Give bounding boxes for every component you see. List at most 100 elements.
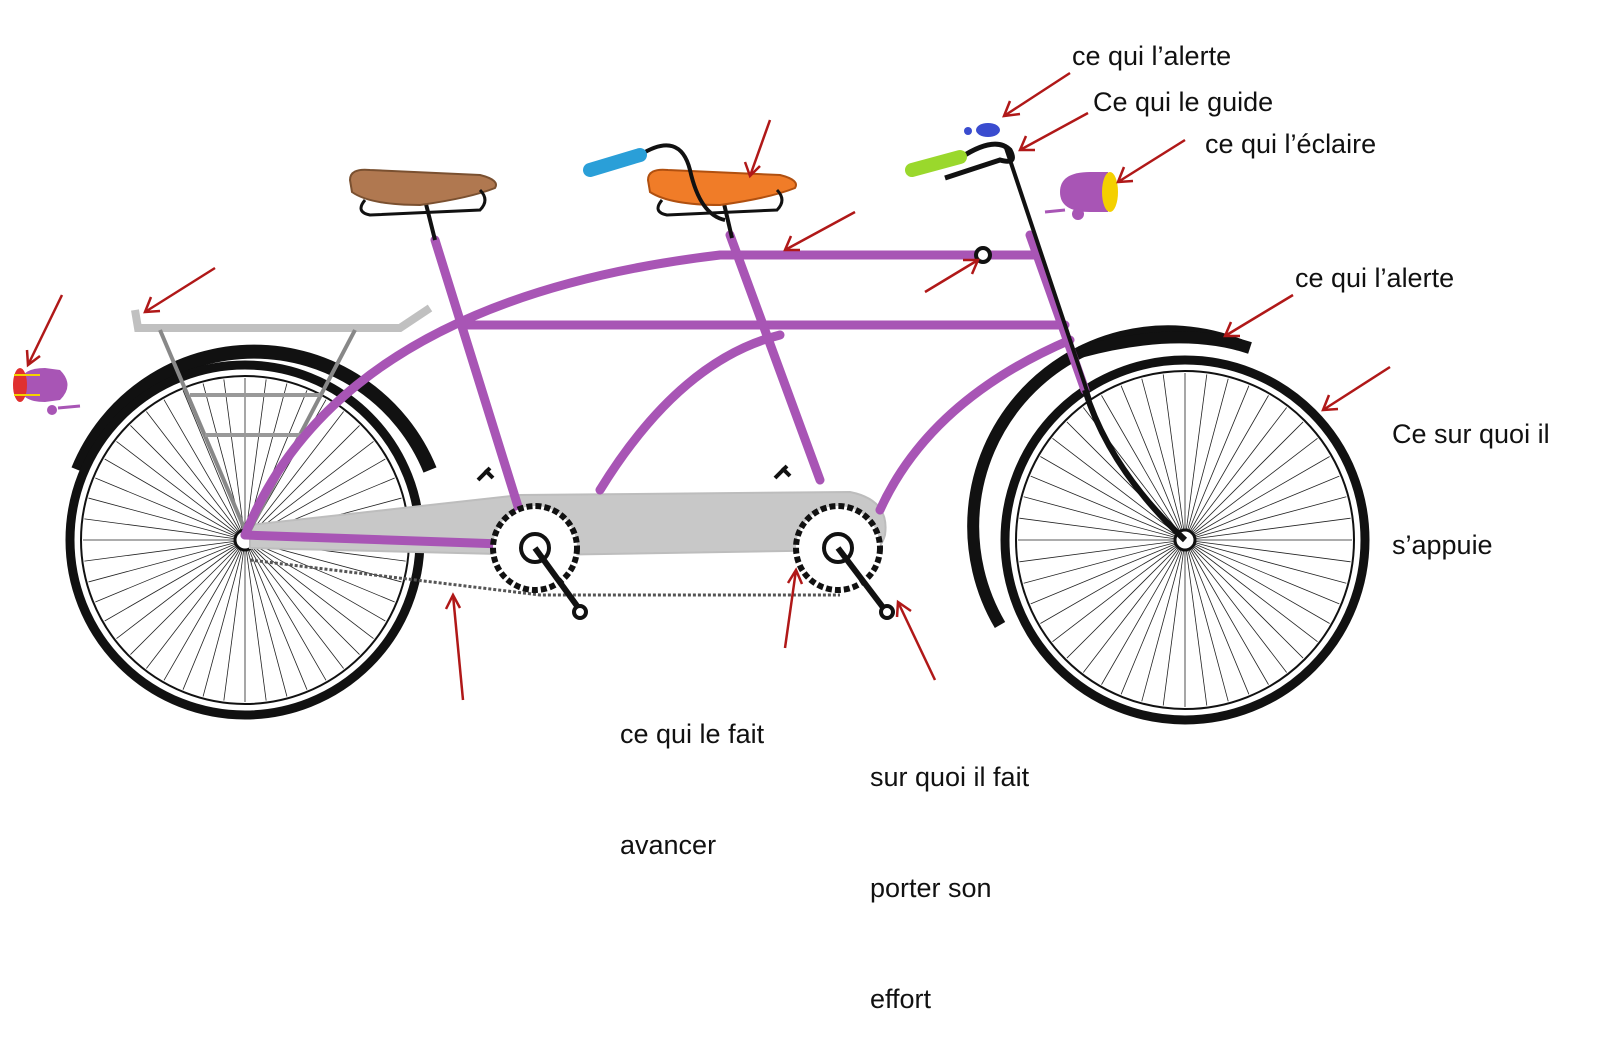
spoke <box>1101 539 1186 685</box>
spoke <box>1066 539 1186 659</box>
arrow-icon <box>924 258 980 294</box>
spoke <box>244 539 267 701</box>
spoke <box>1184 539 1208 706</box>
spoke <box>1184 456 1330 541</box>
spoke <box>88 539 246 583</box>
spoke <box>116 441 246 541</box>
spoke <box>1184 385 1250 541</box>
spoke <box>1184 539 1269 685</box>
spoke <box>1184 539 1229 702</box>
spoke <box>1184 539 1347 584</box>
chain <box>249 558 840 597</box>
spoke <box>244 539 374 639</box>
bell-icon <box>976 123 1000 137</box>
rear-chainring <box>490 503 583 612</box>
spoke <box>244 425 360 541</box>
spoke <box>1040 539 1186 624</box>
spoke <box>130 539 246 655</box>
spoke <box>1120 385 1186 541</box>
spoke <box>1030 475 1186 541</box>
label-tire-line-2: s’appuie <box>1392 530 1493 560</box>
spoke <box>223 539 246 701</box>
arrows <box>25 71 1391 701</box>
spoke <box>182 539 246 690</box>
label-pedal-line-3: effort <box>870 984 932 1014</box>
arrow-icon <box>1002 71 1071 118</box>
tandem-diagram: ce qui l’alerte Ce qui le guide ce qui l… <box>13 41 1550 1014</box>
spoke <box>1184 539 1318 642</box>
green-grip <box>905 150 967 177</box>
spoke <box>1019 539 1186 563</box>
spoke <box>1184 438 1318 541</box>
spoke <box>104 539 246 622</box>
spoke <box>244 539 308 690</box>
frame <box>240 230 1090 550</box>
arrow-icon <box>1116 138 1186 184</box>
label-pedal-line-2: porter son <box>870 873 992 903</box>
label-bell-alert: ce qui l’alerte <box>1072 41 1232 71</box>
label-handlebar-guide: Ce qui le guide <box>1093 87 1274 117</box>
arrow-icon <box>143 266 216 314</box>
spoke <box>223 379 246 541</box>
spoke <box>1184 496 1347 541</box>
spoke <box>1030 539 1186 605</box>
spoke <box>1023 539 1186 584</box>
front-fork <box>1082 389 1188 543</box>
spoke <box>244 539 360 655</box>
rear-rack <box>131 304 433 531</box>
spoke <box>1184 475 1340 541</box>
arrow-icon <box>1321 365 1391 412</box>
spoke <box>1184 539 1330 624</box>
label-tire-support: Ce sur quoi il s’appuie <box>1392 342 1550 601</box>
spoke <box>1184 539 1250 695</box>
spoke <box>1184 539 1287 673</box>
spoke <box>1120 539 1186 695</box>
spoke <box>1184 395 1269 541</box>
spoke <box>1040 456 1186 541</box>
spoke <box>1184 539 1340 605</box>
front-tire <box>1000 355 1370 725</box>
stoker-handlebar <box>638 143 726 222</box>
label-pedal-line-1: sur quoi il fait <box>870 762 1030 792</box>
spoke <box>1184 374 1208 541</box>
arrow-icon <box>25 294 64 368</box>
spoke <box>182 390 246 541</box>
spoke <box>163 399 246 541</box>
arrow-icon <box>444 592 465 701</box>
spoke <box>244 539 327 681</box>
spoke <box>116 539 246 639</box>
spoke <box>1162 539 1186 706</box>
spoke <box>84 518 246 541</box>
tandem-bicycle-icon <box>13 71 1391 725</box>
arrow-icon <box>895 599 937 681</box>
spoke <box>244 539 395 603</box>
spoke <box>1141 539 1186 702</box>
label-pedal-effort: sur quoi il fait porter son effort <box>870 685 1029 1055</box>
arrow-icon <box>783 210 856 252</box>
pedals <box>476 246 992 620</box>
lamp-icon <box>1044 172 1118 220</box>
label-fender-alert: ce qui l’alerte <box>1295 263 1455 293</box>
spoke <box>88 497 246 541</box>
spoke <box>95 477 246 541</box>
arrow-icon <box>1223 293 1294 338</box>
spoke <box>1184 539 1351 563</box>
spoke <box>244 411 344 541</box>
spoke <box>1184 421 1304 541</box>
label-chain-line-1: ce qui le fait <box>620 719 765 749</box>
spoke <box>244 539 386 622</box>
spoke <box>146 411 246 541</box>
blue-grip <box>583 148 647 177</box>
spoke <box>1184 378 1229 541</box>
arrow-icon <box>783 567 804 649</box>
front-fender <box>967 325 1243 629</box>
label-chain-drive: ce qui le fait avancer <box>620 642 764 901</box>
spoke <box>1162 374 1186 541</box>
front-saddle <box>646 168 797 207</box>
rear-saddle <box>348 168 497 207</box>
spoke <box>1083 539 1186 673</box>
spoke <box>84 539 246 562</box>
front-wheel <box>967 325 1370 725</box>
spoke <box>1019 517 1186 541</box>
label-chain-line-2: avancer <box>620 830 717 860</box>
